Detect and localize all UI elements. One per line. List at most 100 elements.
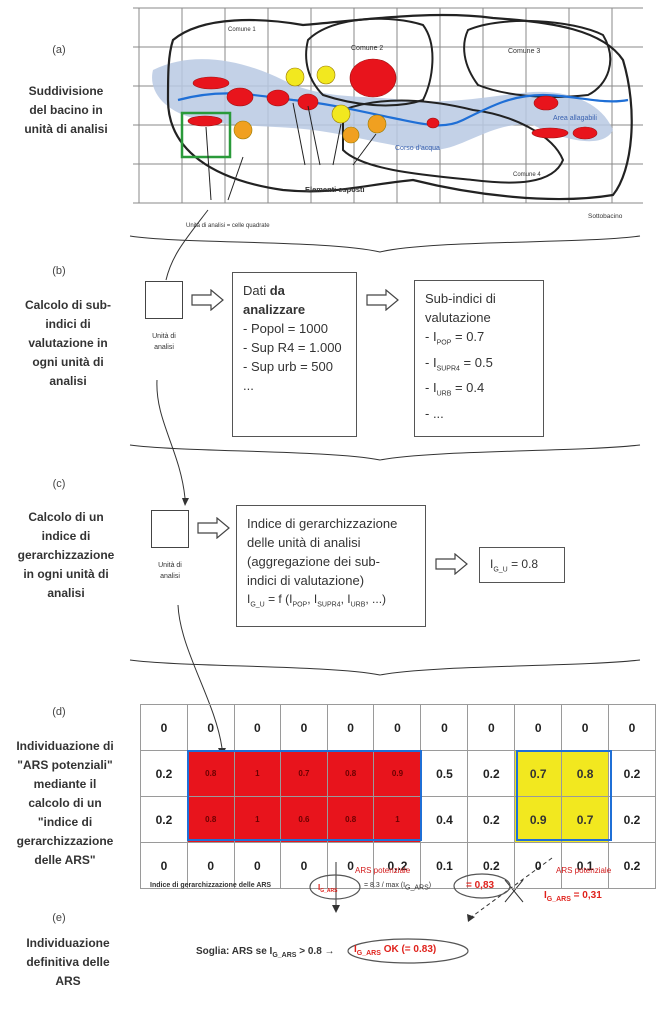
section-e-label: Individuazione definitiva delle ARS — [26, 936, 110, 988]
sub-index-name: I — [432, 329, 437, 344]
dati-line-2: - Sup R4 = 1.000 — [243, 340, 342, 355]
indice-box: Indice di gerarchizzazione delle unità d… — [236, 505, 426, 627]
catchment-map: Comune 1 Comune 2 Comune 3 Comune 4 Area… — [133, 7, 643, 229]
section-c-label: Calcolo di un indice di gerarchizzazione… — [17, 510, 115, 600]
grid-cell: 0.1 — [561, 842, 610, 889]
comune-1-label: Comune 1 — [228, 27, 256, 33]
grid-cell: 0.5 — [420, 750, 469, 797]
grid-cell: 0.8 — [326, 750, 375, 797]
unit-label-b: Unità di analisi — [152, 333, 176, 351]
dati-line-1: - Popol = 1000 — [243, 321, 328, 336]
sottobacino-label: Sottobacino — [588, 213, 623, 220]
result-text: IG_U = 0.8 — [490, 557, 539, 574]
grid-cell: 0 — [280, 704, 328, 751]
grid-cell: 0 — [373, 704, 422, 751]
dati-title-plain: Dati — [243, 283, 270, 298]
section-e-letter: (e) — [52, 912, 66, 924]
arrow-right-icon — [366, 289, 399, 311]
unit-label-c: Unità di analisi — [158, 562, 182, 580]
grid-cell: 0.6 — [280, 796, 328, 843]
sub-index-name: I — [432, 380, 437, 396]
sub-more: - ... — [425, 405, 444, 421]
grid-cell: 0,.2 — [373, 842, 422, 889]
grid-cell: 1 — [233, 796, 282, 843]
result-box: IG_U = 0.8 — [479, 547, 565, 583]
grid-cell: 1 — [233, 750, 282, 797]
soglia-text: Soglia: ARS se IG_ARS > 0.8 → — [196, 946, 335, 959]
ok-text: IG_ARS OK (= 0.83) — [354, 944, 437, 957]
arrow-right-icon — [435, 553, 468, 575]
dati-box: Dati da analizzare - Popol = 1000 - Sup … — [232, 272, 357, 437]
grid-cell: 0.2 — [467, 750, 516, 797]
value-oval — [453, 873, 511, 899]
grid-cell: 0.9 — [373, 750, 422, 797]
grid-cell: 0 — [186, 842, 235, 889]
comune-2-label: Comune 2 — [351, 45, 383, 52]
indice-text: Indice di gerarchizzazione delle unità d… — [247, 516, 398, 588]
section-d-letter: (d) — [52, 706, 66, 718]
formula-text: Indice di gerarchizzazione delle ARS — [150, 882, 272, 889]
grid-cell: 0.2 — [608, 750, 656, 797]
unit-highlight — [180, 111, 232, 159]
area-allagabile-label: Area allagabili — [553, 115, 597, 122]
section-c-letter: (c) — [52, 478, 66, 490]
arrow-right-icon — [197, 517, 230, 539]
arrow-right-icon — [191, 289, 224, 311]
sub-index-sub: URB — [436, 390, 452, 398]
ok-oval — [347, 938, 469, 964]
grid-cell: 0 — [140, 842, 188, 889]
grid-cell: 0.8 — [326, 796, 375, 843]
section-b-letter: (b) — [52, 265, 66, 277]
dati-title-bold: da analizzare — [243, 283, 306, 317]
comune-4-label: Comune 4 — [513, 172, 541, 178]
grid-cell: 0 — [420, 704, 469, 751]
grid-cell: 0.2 — [140, 750, 188, 797]
dati-line-4: ... — [243, 378, 254, 393]
grid-cell: 1 — [373, 796, 422, 843]
grid-cell: 0.2 — [140, 796, 188, 843]
dati-line-3: - Sup urb = 500 — [243, 359, 333, 374]
ars-label-2: ARS potenziale — [556, 866, 612, 875]
grid-cell: 0 — [233, 704, 282, 751]
grid-cell: 0 — [280, 842, 328, 889]
section-a-letter: (a) — [52, 44, 66, 56]
unit-square-c — [151, 510, 189, 548]
grid-cell: 0.2 — [608, 842, 656, 889]
ars-potential-1-border — [187, 750, 422, 841]
grid-cell: 0.9 — [514, 796, 563, 843]
sub-index-val: = 0.4 — [451, 380, 485, 396]
sub-index-val: = 0.7 — [451, 329, 485, 344]
value-1: = 0,83 — [466, 880, 495, 891]
value-2: IG_ARS = 0,31 — [544, 890, 602, 903]
unita-caption: Unità di analisi = celle quadrate — [186, 223, 270, 229]
grid-cell: 0 — [467, 704, 516, 751]
comune-3-label: Comune 3 — [508, 48, 540, 55]
unit-square-b — [145, 281, 183, 319]
ars-label-1: ARS potenziale — [355, 866, 411, 875]
grid-cell: 0 — [561, 704, 610, 751]
grid-cell: 0 — [514, 704, 563, 751]
grid-cell: 0 — [326, 704, 375, 751]
sub-indici-title: Sub-indici di valutazione — [425, 291, 496, 325]
svg-text:IG_ARS: IG_ARS — [318, 883, 338, 894]
grid-cell: 0.2 — [608, 796, 656, 843]
corso-acqua-label: Corso d'acqua — [395, 145, 440, 152]
ars-index-oval: IG_ARS — [309, 874, 361, 900]
section-b-label: Calcolo di sub- indici di valutazione in… — [24, 298, 111, 388]
sub-index-val: = 0.5 — [459, 354, 493, 370]
section-d-label: Individuazione di "ARS potenziali" media… — [16, 739, 114, 867]
grid-cell: 0 — [186, 704, 235, 751]
sub-index-sub: SUPR4 — [436, 365, 460, 373]
grid-cell: 0 — [326, 842, 375, 889]
sub-indici-box: Sub-indici di valutazione - IPOP = 0.7 -… — [414, 280, 544, 437]
section-a-label: Suddivisione del bacino in unità di anal… — [24, 84, 108, 136]
sub-index-name: I — [432, 354, 437, 370]
grid-cell: 0 — [608, 704, 656, 751]
grid-cell: 0.7 — [561, 796, 610, 843]
grid-cell: 0.4 — [420, 796, 469, 843]
